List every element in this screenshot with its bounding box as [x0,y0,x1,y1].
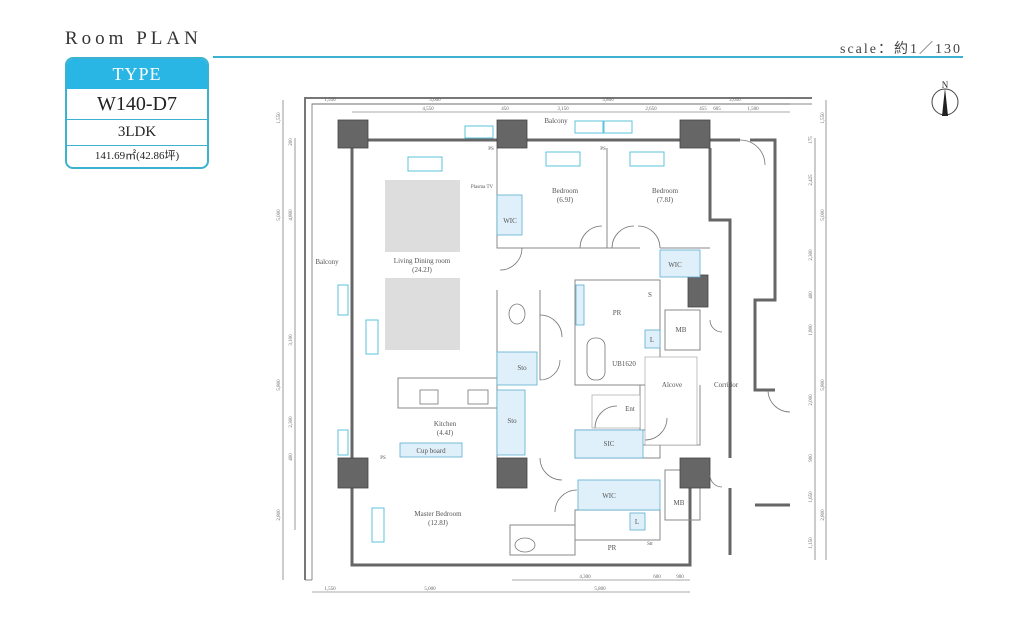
dim-left-inner: 200 [289,138,294,146]
label-wic-1: WIC [503,217,517,225]
dim-left-inner: 400 [289,453,294,461]
label-storage-1: Sto [517,364,527,372]
dim-right-inner: 2,425 [809,174,814,186]
dim-top: 2,650 [729,98,741,103]
dim-left: 5,800 [277,379,282,391]
dim-bottom-inner: 600 [653,575,661,580]
label-wic-3: WIC [602,492,616,500]
type-layout: 3LDK [67,120,207,146]
sofa-placeholder [385,278,460,350]
dim-right-inner: 175 [809,136,814,144]
label-wic-2: WIC [668,261,682,269]
dim-top-inner: 3,150 [557,107,569,112]
label-living-dining: Living Dining room [394,257,451,265]
label-kitchen: Kitchen [434,420,457,428]
dim-top: 5,800 [602,98,614,103]
dim-bottom: 5,000 [424,587,436,592]
scale-label: scale：約1／130 [840,42,962,57]
dim-top-inner: 2,650 [645,107,657,112]
dim-right: 5,000 [821,209,826,221]
type-info-box: TYPE W140-D7 3LDK 141.69㎡(42.86坪) [65,57,209,169]
dim-right-inner: 400 [809,291,814,299]
label-ps-3: PS [380,456,386,461]
label-corridor: Corridor [714,381,739,389]
dim-left-inner: 4,800 [289,209,294,221]
dining-table-placeholder [385,180,460,252]
dim-left: 2,800 [277,509,282,521]
label-balcony-left: Balcony [315,258,339,266]
dim-right: 5,800 [821,379,826,391]
dim-left-inner: 2,300 [289,416,294,428]
label-storage-str: Str [647,542,653,547]
label-kitchen-size: (4.4J) [437,429,454,437]
label-ps-1: PS [488,147,494,152]
dim-top-inner: 1,500 [747,107,759,112]
label-balcony-top: Balcony [544,117,568,125]
dim-top-inner: 450 [501,107,509,112]
dim-top-inner: 605 [713,107,721,112]
label-master-bedroom: Master Bedroom [414,510,462,518]
label-bedroom-2: Bedroom [652,187,679,195]
dim-bottom-inner: 4,300 [579,575,591,580]
dim-left: 5,000 [277,209,282,221]
dim-right: 1,550 [821,112,826,124]
type-area: 141.69㎡(42.86坪) [94,150,180,162]
label-bedroom-1-size: (6.9J) [557,196,574,204]
label-meter-box-2: MB [674,499,685,507]
room-labels: Balcony Balcony Living Dining room (24.2… [315,117,738,552]
type-label: TYPE [67,59,207,89]
dim-bottom-inner: 900 [676,575,684,580]
label-linen-1: L [650,336,654,344]
dim-right-inner: 1,650 [809,491,814,503]
dim-top-inner: 455 [699,107,707,112]
label-master-size: (12.8J) [428,519,448,527]
air-conditioner-icons [337,120,665,543]
label-ps-2: PS [600,147,606,152]
dim-top-inner: 4,550 [422,107,434,112]
dim-right: 2,800 [821,509,826,521]
label-powder-room-2: PR [608,544,617,552]
label-bedroom-2-size: (7.8J) [657,196,674,204]
dim-right-inner: 2,300 [809,249,814,261]
dim-right-inner: 1,800 [809,324,814,336]
door-swings [499,139,791,513]
dim-right-inner: 2,000 [809,394,814,406]
header-divider [213,56,963,58]
label-plasma-tv: Plasma TV [471,185,494,190]
label-meter-box-1: MB [676,326,687,334]
dim-bottom: 5,800 [594,587,606,592]
page-title: Room PLAN [65,28,202,49]
label-living-size: (24.2J) [412,266,432,274]
structural-columns [337,119,711,489]
dim-left-inner: 3,100 [289,334,294,346]
compass-north-label: N [942,80,949,90]
label-alcove: Alcove [662,381,682,389]
dim-top: 5,000 [429,98,441,103]
fixtures [399,194,701,553]
dim-right-inner: 900 [809,454,814,462]
label-bedroom-1: Bedroom [552,187,579,195]
dim-bottom: 1,550 [324,587,336,592]
label-entrance: Ent [625,405,635,413]
label-linen-2: L [635,518,639,526]
type-name: W140-D7 [67,89,207,120]
dim-left: 1,550 [277,112,282,124]
label-cupboard: Cup board [416,447,446,455]
label-sic: SIC [604,440,615,448]
label-shoe-storage: S [648,291,652,299]
dim-right-inner: 1,150 [809,537,814,549]
label-storage-2: Sto [507,417,517,425]
dimension-lines [282,100,827,593]
dimension-labels: 1,550 5,000 5,800 2,650 4,550 450 3,150 … [277,98,826,592]
label-powder-room-1: PR [613,309,622,317]
label-unit-bath: UB1620 [612,360,636,368]
north-compass-icon: N [931,80,959,116]
dim-top: 1,550 [324,98,336,103]
